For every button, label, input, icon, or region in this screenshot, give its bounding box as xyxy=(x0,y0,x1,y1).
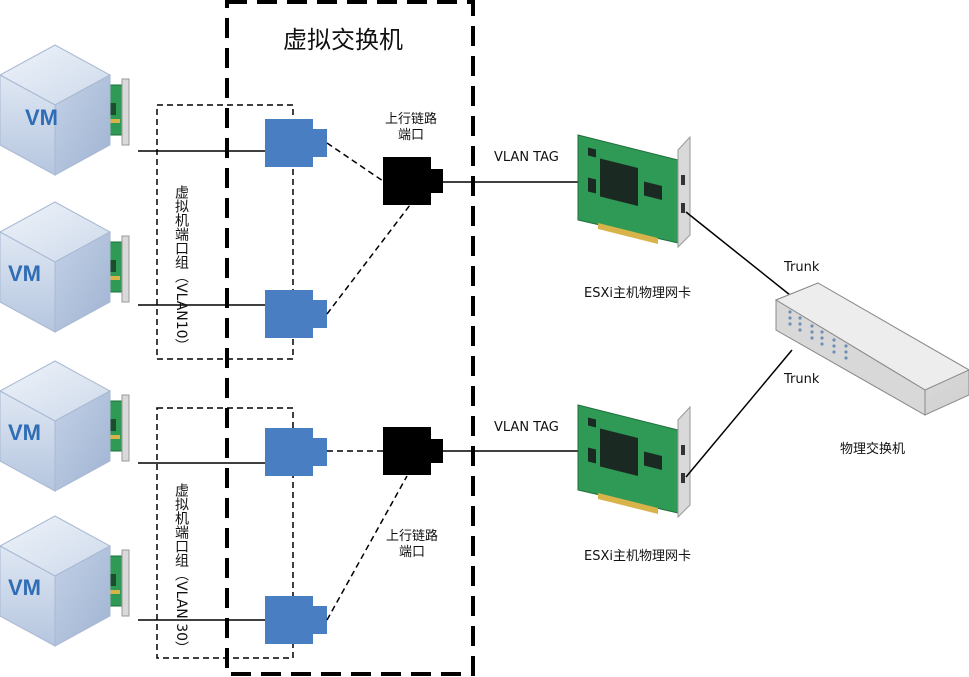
vm-badge: VM xyxy=(8,420,41,445)
port-group-label-vlan30: 虚拟机端口组（VLAN 30） xyxy=(172,483,190,655)
virtual-port xyxy=(265,428,327,476)
virtual-port xyxy=(265,290,327,338)
physical-switch xyxy=(774,282,969,416)
port-group-label-vlan10: 虚拟机端口组（VLAN10） xyxy=(172,185,190,353)
vlan-tag-label-top: VLAN TAG xyxy=(494,150,559,165)
vm-1 xyxy=(0,44,130,176)
uplink-label-line1: 上行链路 xyxy=(384,112,437,127)
trunk-label-top: Trunk xyxy=(784,260,820,275)
internal-link xyxy=(326,204,411,315)
trunk-link xyxy=(685,211,801,304)
nic-label-top: ESXi主机物理网卡 xyxy=(584,286,691,301)
vswitch-title: 虚拟交换机 xyxy=(283,26,403,54)
uplink-port xyxy=(383,157,443,205)
virtual-port xyxy=(265,596,327,644)
trunk-label-bottom: Trunk xyxy=(784,372,820,387)
port-group-box-vlan10 xyxy=(156,104,294,360)
port-group-vlan: （VLAN10） xyxy=(173,269,189,353)
uplink-label-line2: 端口 xyxy=(397,128,424,143)
physical-nic xyxy=(577,134,691,248)
uplink-port xyxy=(383,427,443,475)
vswitch-boundary xyxy=(225,0,475,676)
vm-badge: VM xyxy=(25,105,58,130)
nic-label-bottom: ESXi主机物理网卡 xyxy=(584,549,691,564)
uplink-label-line1: 上行链路 xyxy=(385,529,438,544)
port-group-vlan: （VLAN 30） xyxy=(173,567,189,656)
virtual-port xyxy=(265,119,327,167)
port-group-name: 虚拟机端口组 xyxy=(173,185,189,269)
port-group-name: 虚拟机端口组 xyxy=(173,483,189,567)
internal-link xyxy=(326,142,384,182)
port-group-box-vlan30 xyxy=(156,407,294,659)
uplink-label-top: 上行链路 端口 xyxy=(371,112,451,144)
vm-badge: VM xyxy=(8,261,41,286)
uplink-label-bottom: 上行链路 端口 xyxy=(372,529,452,561)
physical-switch-label: 物理交换机 xyxy=(840,442,906,457)
internal-link xyxy=(326,475,408,621)
trunk-link xyxy=(685,349,793,478)
vlan-tag-label-bottom: VLAN TAG xyxy=(494,420,559,435)
uplink-label-line2: 端口 xyxy=(398,545,425,560)
physical-nic xyxy=(577,404,691,518)
vm-badge: VM xyxy=(8,575,41,600)
